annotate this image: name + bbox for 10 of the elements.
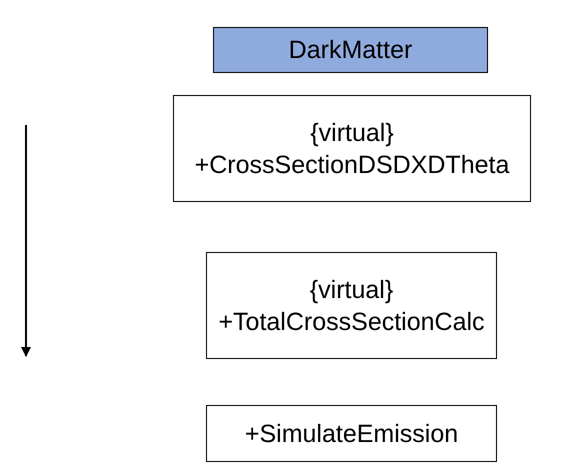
method-text: +SimulateEmission xyxy=(244,418,458,450)
method-text: DarkMatter xyxy=(288,35,412,66)
method-text: {virtual} xyxy=(310,274,394,306)
class-box xyxy=(213,27,488,73)
method-box xyxy=(173,95,531,202)
method-text: +TotalCrossSectionCalc xyxy=(218,306,485,338)
method-text: {virtual} xyxy=(310,118,394,148)
method-text: +CrossSectionDSDXDTheta xyxy=(194,150,510,180)
method-box xyxy=(206,252,497,359)
method-box xyxy=(206,405,497,462)
